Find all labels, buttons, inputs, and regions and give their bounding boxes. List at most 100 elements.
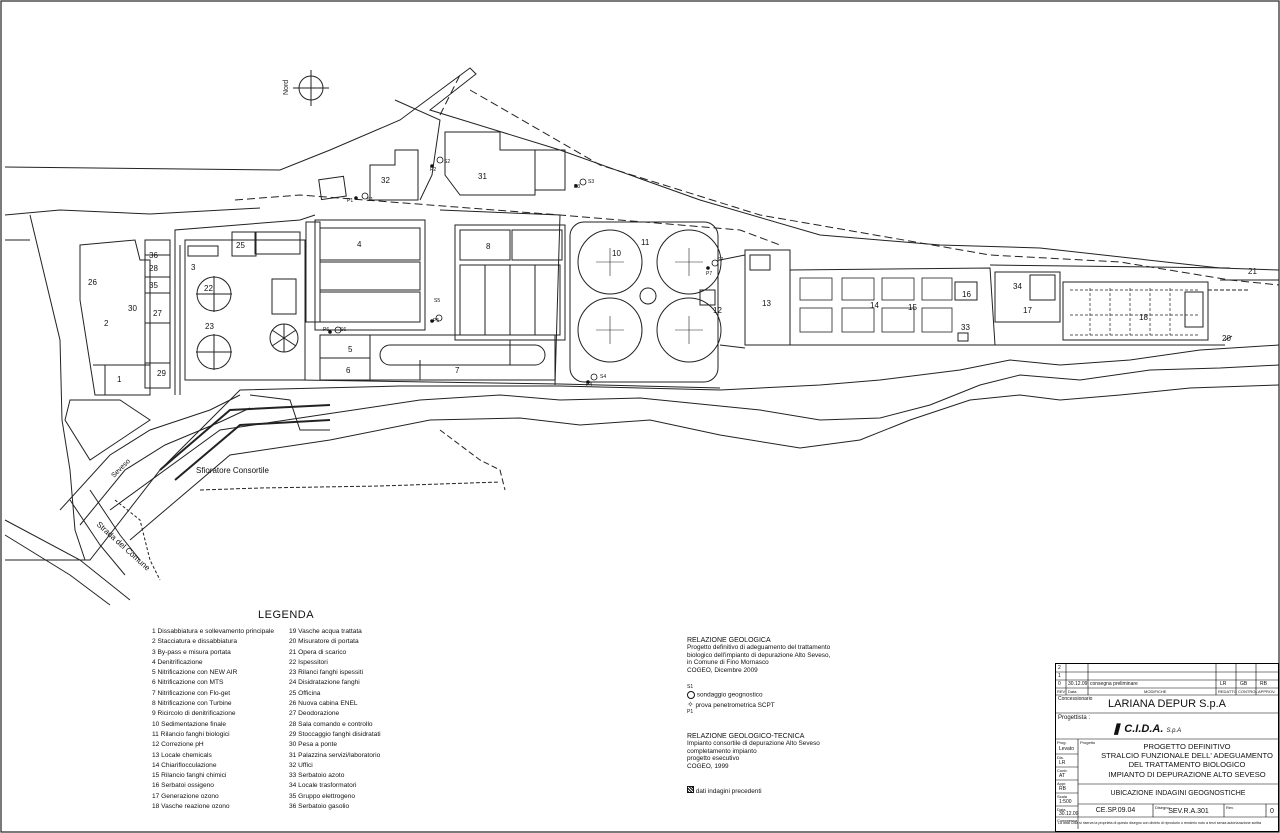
- legend-item: 36 Serbatoio gasolio: [289, 803, 350, 811]
- precedenti-key: dati indagini precedenti: [687, 786, 762, 795]
- project-line: STRALCIO FUNZIONALE DELL' ADEGUAMENTO: [1101, 751, 1273, 761]
- rev-row-number: 1: [1058, 673, 1061, 679]
- project-description: PROGETTO DEFINITIVO STRALCIO FUNZIONALE …: [1096, 742, 1278, 779]
- probe-label: P3: [574, 184, 580, 190]
- unit-number: 21: [1248, 267, 1257, 276]
- designer-logo-icon: ❚: [1112, 723, 1122, 735]
- legend-item: 16 Serbatoi ossigeno: [152, 782, 214, 790]
- prova-code: P1: [687, 709, 694, 716]
- legend-item: 4 Denitrificazione: [152, 658, 203, 666]
- legend-item: 33 Serbatoio azoto: [289, 772, 345, 780]
- legend-item: 12 Correzione pH: [152, 741, 204, 749]
- probe-label: S1: [367, 197, 373, 203]
- sondaggio-symbol-icon: [687, 691, 695, 700]
- boundary-south: [5, 344, 1280, 561]
- progettista-label: Progettista :: [1058, 715, 1091, 721]
- probe-label: S6: [340, 327, 346, 333]
- legend-item: 32 Uffici: [289, 761, 313, 769]
- concessionario-label: Concessionario: [1058, 696, 1093, 702]
- title-block: 2 1 0 30.12.09 consegna preliminare LR G…: [1055, 663, 1279, 832]
- legend-item: 9 Ricircolo di denitrificazione: [152, 710, 236, 718]
- legend-item: 17 Generazione ozono: [152, 792, 219, 800]
- unit-number: 16: [962, 290, 971, 299]
- unit-number: 18: [1139, 313, 1148, 322]
- progetto-label: Progetto: [1080, 740, 1096, 745]
- legend-item: 7 Nitrificazione con Flo-get: [152, 689, 231, 697]
- probe-label: S7: [717, 257, 723, 263]
- clarifier-10a: [577, 229, 643, 295]
- relazione-line: COGEO, Dicembre 2009: [687, 666, 758, 674]
- legend-item: 26 Nuova cabina ENEL: [289, 700, 358, 708]
- unit-18: [1062, 281, 1209, 341]
- title-block-grid: [1056, 664, 1278, 829]
- data-label: Data: [1057, 807, 1066, 812]
- clarifier-10c: [577, 297, 643, 363]
- appr-value: RB: [1059, 786, 1066, 792]
- unit-number: 29: [157, 369, 166, 378]
- unit-number: 34: [1013, 282, 1022, 291]
- rev-header: REV: [1057, 689, 1066, 694]
- unit-7: [369, 334, 556, 381]
- legend-item: 28 Sala comando e controllo: [289, 720, 373, 728]
- river-bank-1: [109, 364, 1280, 511]
- legend-item: 1 Dissabbiatura e sollevamento principal…: [152, 628, 275, 635]
- legend-item: 15 Rilancio fanghi chimici: [152, 772, 227, 780]
- probe-label: P4: [586, 382, 592, 388]
- probe-label: S3: [588, 179, 594, 185]
- disegno-label: Disegno: [1155, 805, 1170, 810]
- project-line: DEL TRATTAMENTO BIOLOGICO: [1128, 760, 1246, 770]
- river-bank-2: [129, 384, 1280, 541]
- legend-item: 20 Misuratore di portata: [289, 638, 359, 646]
- probe-label: P5: [433, 318, 439, 324]
- legend-item: 22 Ispessitori: [289, 658, 328, 666]
- sondaggio-code: S1: [687, 684, 694, 690]
- unit-number: 15: [908, 303, 917, 312]
- unit-number: 36: [149, 251, 158, 260]
- data-value: 30.12.09: [1059, 811, 1079, 817]
- legend-column-1: 1 Dissabbiatura e sollevamento principal…: [152, 627, 274, 812]
- prova-symbol-icon: ✧: [687, 700, 694, 709]
- designer-suffix: S.p.A: [1166, 728, 1182, 734]
- legend-item: 25 Officina: [289, 689, 321, 697]
- legend-item: 23 Rilanci fanghi ispessiti: [289, 669, 364, 677]
- prog-value: Levato: [1059, 746, 1075, 752]
- area-pad: [64, 399, 151, 461]
- footer-note: La ditta Cida si riserva la proprieta di…: [1058, 821, 1262, 825]
- unit-number: 33: [961, 323, 970, 332]
- legend-item: 14 Chiariflocculazione: [152, 761, 217, 769]
- north-label: Nord: [283, 80, 290, 95]
- prova-key: ✧ prova penetrometrica SCPT P1: [687, 701, 775, 717]
- overflow-label: Sfioratore Consortile: [196, 466, 269, 475]
- probe-label: S5: [434, 298, 440, 304]
- unit-13: [744, 249, 791, 346]
- rev-header: CONTROL: [1238, 689, 1258, 694]
- clarifier-10b: [656, 229, 722, 295]
- rev-row-redatto: LR: [1220, 681, 1227, 687]
- unit-number: 23: [205, 322, 214, 331]
- rev-header: MODIFICHE: [1144, 689, 1167, 694]
- rev-header: Data: [1068, 689, 1077, 694]
- rev-row-date: 30.12.09: [1068, 681, 1088, 687]
- stream-label: Seveso: [110, 458, 132, 480]
- legend-item: 3 By-pass e misura portata: [152, 648, 231, 656]
- unit-number: 35: [149, 281, 158, 290]
- unit-number: 28: [149, 264, 158, 273]
- legend-item: 18 Vasche reazione ozono: [152, 803, 230, 811]
- building-32: [369, 149, 419, 201]
- revision-number: 0: [1270, 808, 1274, 815]
- probe-label: P1: [347, 198, 353, 204]
- unit-number: 5: [348, 345, 353, 354]
- unit-number: 6: [346, 366, 351, 375]
- unit-number: 4: [357, 240, 362, 249]
- unit-number: 25: [236, 241, 245, 250]
- unit-number: 2: [104, 319, 109, 328]
- unit-number: 8: [486, 242, 491, 251]
- unit-number: 27: [153, 309, 162, 318]
- relazione-line: biologico dell'impianto di depurazione A…: [687, 651, 831, 659]
- commessa-label: Commessa: [1057, 818, 1078, 823]
- building-31: [444, 131, 536, 196]
- unit-number: 26: [88, 278, 97, 287]
- relazione-line: COGEO, 1999: [687, 762, 729, 770]
